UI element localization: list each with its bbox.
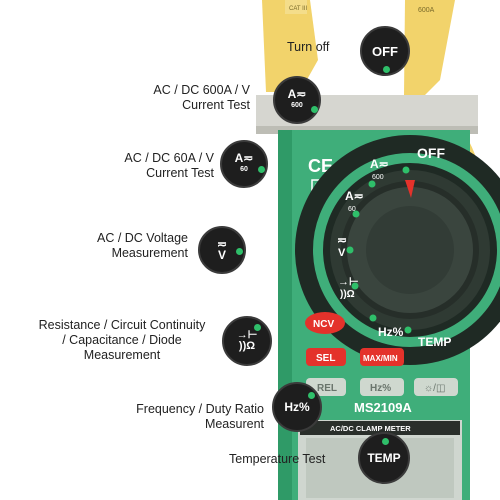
badge-off-text: OFF — [372, 43, 398, 59]
sel-button[interactable] — [306, 348, 346, 366]
jaw-cat-text: CAT III — [289, 6, 307, 12]
label-turn-off: Turn off — [287, 40, 330, 54]
label-ac-dc-60a-line1: AC / DC 60A / V — [124, 151, 214, 165]
badge-frequency-text: Hz% — [284, 400, 310, 414]
jaw-label-cat — [285, 0, 307, 14]
jaw-rating-text: 600A — [418, 7, 435, 14]
dial-pointer — [405, 180, 415, 198]
label-ac-dc-voltage: AC / DC Voltage Measurement — [58, 231, 188, 261]
dial-label-res-sub: ))Ω — [340, 289, 355, 300]
maxmin-button-label: MAX/MIN — [363, 354, 398, 363]
meter-body-edge — [278, 130, 292, 500]
dial-label-hz: Hz% — [378, 325, 404, 339]
badge-resistance-icon: →⊢ ))Ω — [237, 330, 258, 352]
badge-off: OFF — [360, 26, 410, 76]
label-ac-dc-600a-line2: Current Test — [182, 98, 250, 112]
dial-label-v-sub: V — [338, 247, 346, 259]
dial-dot-res — [351, 282, 359, 290]
label-ac-dc-60a: AC / DC 60A / V Current Test — [84, 151, 214, 181]
display-subtitle-bar — [300, 421, 460, 435]
display-subtitle: AC/DC CLAMP METER — [330, 424, 411, 433]
dial-ring-accent — [313, 153, 500, 347]
hz-button-label: Hz% — [370, 383, 391, 394]
clamp-jaw-left — [262, 0, 318, 92]
badge-temp: TEMP — [358, 432, 410, 484]
label-ac-dc-voltage-line1: AC / DC Voltage — [96, 231, 188, 245]
dial-label-a60: A≂ — [345, 189, 364, 203]
badge-a600-dot — [311, 106, 318, 113]
label-resistance-line1: Resistance / Circuit Continuity — [38, 318, 206, 332]
label-ac-dc-600a-line1: AC / DC 600A / V — [153, 83, 250, 97]
rel-button-label: REL — [317, 383, 337, 394]
badge-voltage-dot — [236, 248, 243, 255]
label-frequency-line2: Measurent — [204, 417, 264, 431]
badge-voltage-sub: V — [217, 248, 226, 262]
label-ac-dc-60a-line2: Current Test — [146, 166, 214, 180]
clamp-jaw-right — [404, 0, 455, 100]
dial-label-v: ≂ — [337, 233, 347, 247]
badge-resistance-sub: ))Ω — [238, 340, 256, 352]
dial-label-a600-sub: 600 — [372, 174, 384, 181]
badge-a600-main: A≂ — [287, 87, 307, 101]
badge-temp-text: TEMP — [367, 451, 401, 465]
badge-a60-main: A≂ — [234, 151, 254, 165]
label-resistance-line2: / Capacitance / Diode — [62, 333, 182, 347]
badge-resistance-main: →⊢ — [236, 329, 258, 341]
dial-label-temp: TEMP — [418, 335, 451, 349]
label-resistance: Resistance / Circuit Continuity / Capaci… — [14, 318, 230, 363]
dial-dot-a60 — [352, 210, 360, 218]
badge-temp-dot — [382, 438, 389, 445]
badge-a60: A≂ 60 — [220, 140, 268, 188]
dial-label-a600: A≂ — [370, 157, 389, 171]
ncv-button-label: NCV — [313, 319, 334, 330]
label-ac-dc-600a: AC / DC 600A / V Current Test — [120, 83, 250, 113]
hz-button[interactable] — [360, 378, 404, 396]
badge-voltage-main: ≂ — [216, 237, 228, 251]
badge-off-dot — [383, 66, 390, 73]
badge-a60-dot — [258, 166, 265, 173]
badge-a600: A≂ 600 — [273, 76, 321, 124]
label-resistance-line3: Measurement — [83, 348, 161, 362]
badge-a600-sub: 600 — [291, 102, 303, 109]
backlight-button[interactable] — [414, 378, 458, 396]
badge-frequency-dot — [308, 392, 315, 399]
dial-dot-a600 — [368, 180, 376, 188]
badge-a60-icon: A≂ 60 — [234, 151, 254, 175]
badge-voltage: ≂ V — [198, 226, 246, 274]
dial-dot-temp — [404, 326, 412, 334]
dial-label-a60-sub: 60 — [348, 206, 356, 213]
maxmin-button[interactable] — [360, 348, 404, 366]
badge-frequency: Hz% — [272, 382, 322, 432]
badge-a600-icon: A≂ 600 — [287, 87, 307, 111]
label-frequency-line1: Frequency / Duty Ratio — [136, 402, 264, 416]
dial-dot-off — [402, 166, 410, 174]
badge-resistance-dot — [254, 324, 261, 331]
label-ac-dc-voltage-line2: Measurement — [111, 246, 188, 260]
backlight-button-label: ☼/◫ — [424, 383, 445, 394]
dial-dot-hz — [369, 314, 377, 322]
sel-button-label: SEL — [316, 353, 335, 364]
ncv-button[interactable] — [305, 312, 345, 334]
dial-label-off: OFF — [417, 145, 445, 161]
dial-knob-center — [366, 206, 454, 294]
badge-voltage-icon: ≂ V — [216, 237, 228, 262]
badge-resistance: →⊢ ))Ω — [222, 316, 272, 366]
dial-dot-v — [346, 246, 354, 254]
badge-a60-sub: 60 — [240, 166, 248, 173]
model-label: MS2109A — [354, 400, 412, 415]
label-temperature: Temperature Test — [229, 452, 326, 466]
label-frequency: Frequency / Duty Ratio Measurent — [98, 402, 264, 432]
